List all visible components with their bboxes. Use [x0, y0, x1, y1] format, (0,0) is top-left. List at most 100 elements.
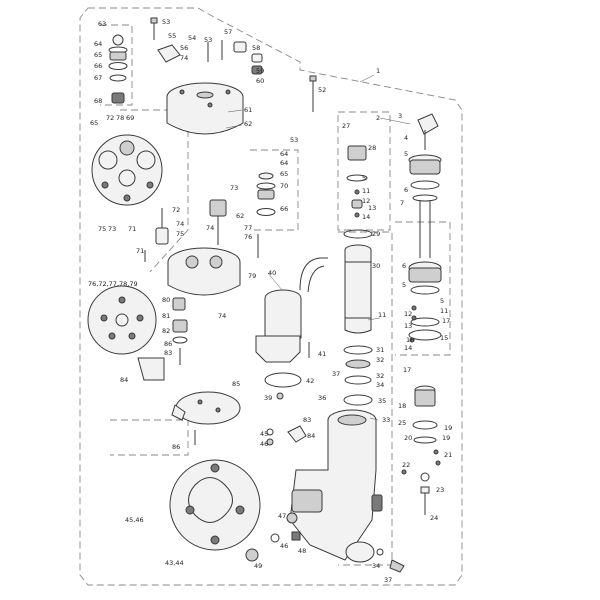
callout-76: 76 [244, 233, 252, 241]
callout-5b: 5 [402, 281, 406, 289]
callout-62: 62 [244, 120, 252, 128]
callout-45-46: 45,46 [125, 516, 144, 524]
callout-12b: 12 [362, 197, 370, 205]
callout-83b: 83 [164, 349, 172, 357]
callout-86a: 86 [164, 340, 172, 348]
callout-2: 2 [376, 114, 380, 122]
callout-74a: 74 [180, 54, 188, 62]
callout-18: 18 [398, 402, 406, 410]
callout-63: 63 [98, 20, 106, 28]
callout-11: 11 [440, 307, 448, 315]
callout-55: 55 [168, 32, 176, 40]
callout-65c: 65 [280, 170, 288, 178]
callout-70: 70 [280, 182, 288, 190]
callout-23: 23 [436, 486, 444, 494]
callout-64: 64 [94, 40, 102, 48]
leader-lines [225, 74, 411, 421]
callout-72: 72 [106, 114, 114, 122]
callout-5: 5 [404, 150, 408, 158]
callout-67: 67 [94, 74, 102, 82]
callout-61: 61 [244, 106, 252, 114]
callout-62b: 62 [236, 212, 244, 220]
callout-43-44: 43,44 [165, 559, 184, 567]
callout-16: 16 [406, 336, 414, 344]
callout-31: 31 [376, 346, 384, 354]
callout-74d: 74 [218, 312, 226, 320]
lower-right-parts [401, 385, 441, 515]
callout-42: 42 [306, 377, 314, 385]
callout-13b: 13 [368, 204, 376, 212]
callout-78: 78 [116, 114, 124, 122]
plug-39 [276, 392, 284, 400]
callout-group: 76,72,77,78,79 [88, 280, 138, 288]
callout-56: 56 [180, 44, 188, 52]
callout-15: 15 [440, 334, 448, 342]
callout-64c: 64 [280, 159, 288, 167]
callout-66b: 66 [280, 205, 288, 213]
callout-32b: 32 [376, 372, 384, 380]
callout-64b: 64 [280, 150, 288, 158]
callout-17b: 17 [403, 366, 411, 374]
callout-17a: 17 [442, 317, 450, 325]
callout-49: 49 [254, 562, 262, 570]
gear-shafts [144, 199, 259, 262]
callout-37: 37 [332, 370, 340, 378]
callout-47: 47 [278, 512, 286, 520]
callout-79: 79 [248, 272, 256, 280]
callout-75: 75 [98, 225, 106, 233]
callout-84: 84 [307, 432, 315, 440]
callout-51: 53 [290, 136, 298, 144]
callout-36: 36 [318, 394, 326, 402]
callout-19: 19 [444, 424, 452, 432]
callout-60: 60 [256, 77, 264, 85]
callout-71b: 71 [136, 247, 144, 255]
bolts-top [150, 17, 317, 112]
callout-84b: 84 [120, 376, 128, 384]
callout-86b: 86 [172, 443, 180, 451]
callout-57: 57 [224, 28, 232, 36]
callout-6b: 6 [402, 262, 406, 270]
callout-46: 46 [260, 440, 268, 448]
callout-19b: 19 [442, 434, 450, 442]
callout-75b: 75 [176, 230, 184, 238]
callout-46b: 46 [280, 542, 288, 550]
callout-81: 81 [162, 312, 170, 320]
callout-33: 33 [382, 416, 390, 424]
callout-65b: 65 [90, 119, 98, 127]
callout-13: 13 [404, 322, 412, 330]
seal-stack-middle [256, 172, 276, 216]
callout-85: 85 [232, 380, 240, 388]
callout-53b: 53 [204, 36, 212, 44]
callout-45: 45 [260, 430, 268, 438]
callout-27: 27 [342, 122, 350, 130]
callout-4: 4 [404, 134, 408, 142]
right-cylinder-parts [408, 261, 442, 343]
callout-3: 3 [398, 112, 402, 120]
valve-plate-left [87, 285, 157, 355]
callout-32: 32 [376, 356, 384, 364]
bottom-plate [171, 391, 241, 445]
callout-65: 65 [94, 51, 102, 59]
callout-11c: 11 [378, 311, 386, 319]
callout-labels: 1 2 3 4 5 6 7 6 5 5 11 12 17 13 14 15 16… [88, 18, 452, 584]
housing-small-parts [245, 425, 307, 562]
piston-rod-assembly [408, 113, 442, 258]
callout-21: 21 [444, 451, 452, 459]
callout-74c: 74 [206, 224, 214, 232]
callout-14b: 14 [362, 213, 370, 221]
callout-66: 66 [94, 62, 102, 70]
upper-piston-parts [346, 145, 368, 218]
callout-73: 73 [230, 184, 238, 192]
small-parts-column [172, 297, 188, 365]
callout-83: 83 [303, 416, 311, 424]
callout-37b: 37 [384, 576, 392, 584]
callout-80: 80 [162, 296, 170, 304]
callout-82: 82 [162, 327, 170, 335]
callout-34: 34 [376, 381, 384, 389]
callout-1: 1 [376, 67, 380, 75]
callout-22: 22 [402, 461, 410, 469]
callout-28: 28 [368, 144, 376, 152]
callout-74b: 74 [176, 220, 184, 228]
callout-11b: 11 [362, 187, 370, 195]
